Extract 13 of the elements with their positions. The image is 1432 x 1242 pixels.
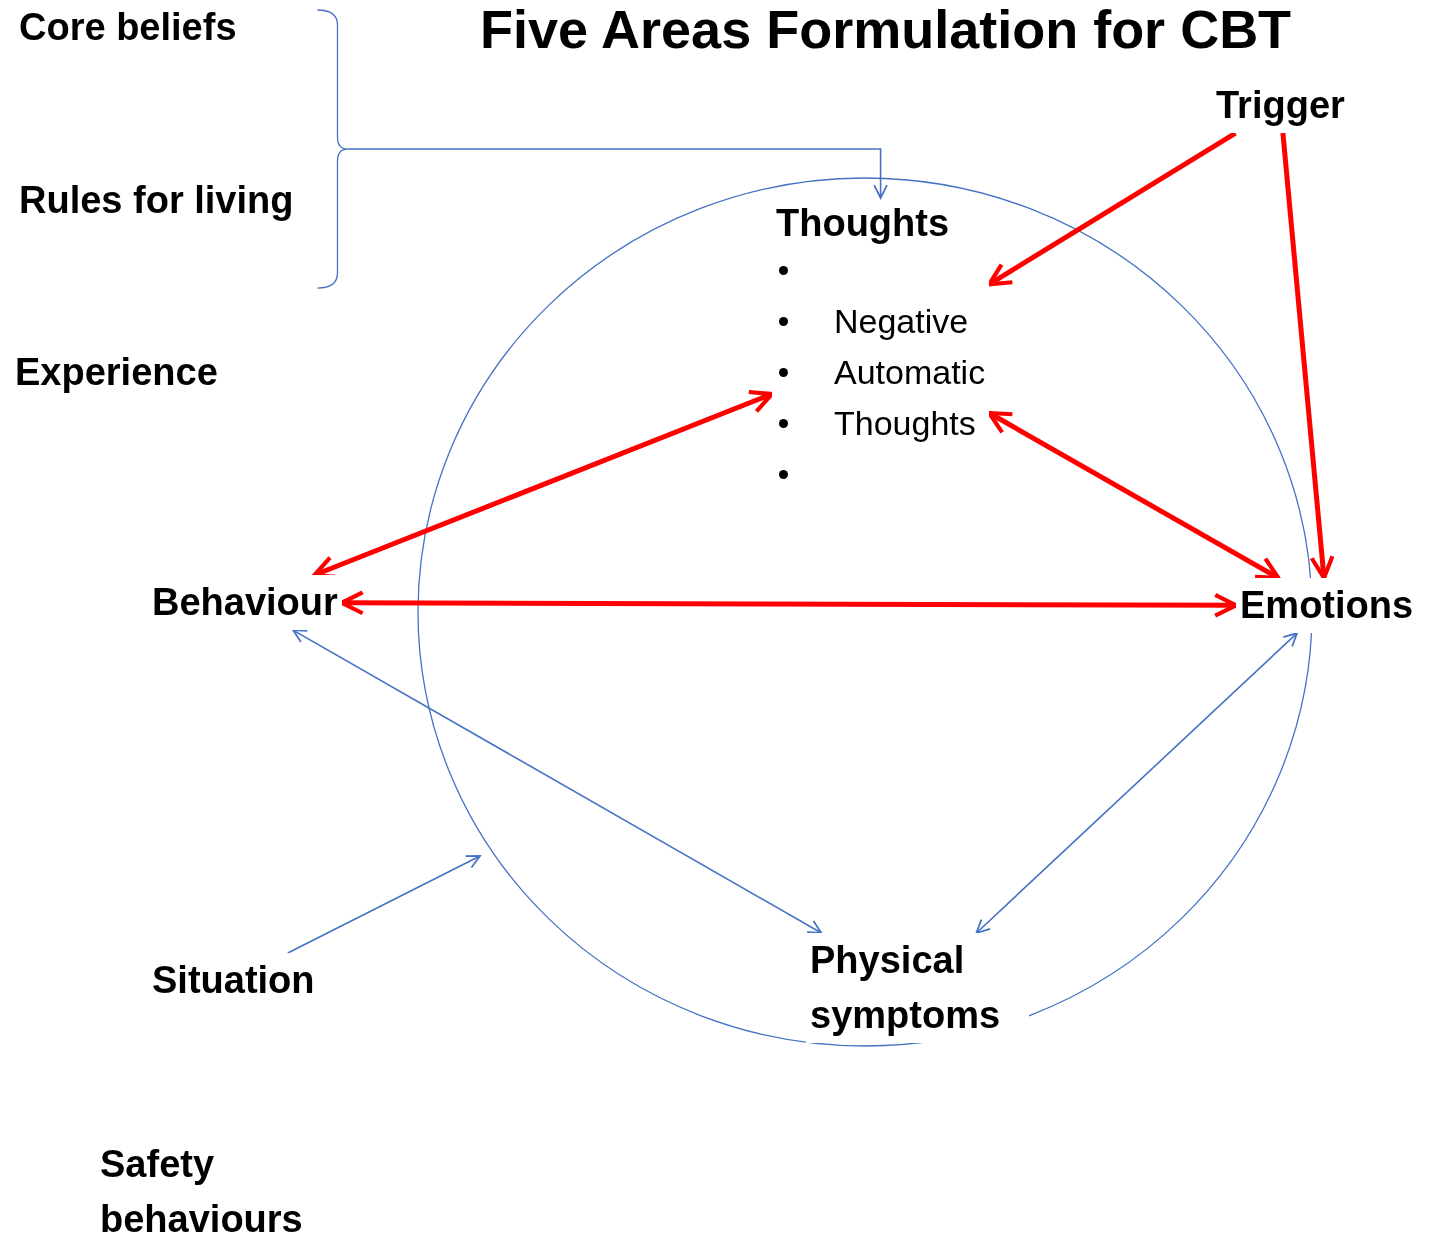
arrow: [1280, 132, 1335, 581]
node-label: Physical symptoms: [806, 933, 1029, 1044]
list-item: Automatic: [834, 353, 986, 392]
arrow: [975, 632, 1298, 934]
bracket-arrow: [316, 9, 888, 289]
text-label: Safety behaviours: [100, 1142, 304, 1242]
list-item: Negative: [834, 302, 969, 341]
text-label: Experience: [15, 350, 218, 395]
title: Five Areas Formulation for CBT: [480, 0, 1292, 60]
heading: Thoughts: [776, 202, 951, 245]
arrow: [287, 855, 481, 954]
arrow: [292, 629, 823, 934]
list-item: Thoughts: [834, 404, 976, 443]
